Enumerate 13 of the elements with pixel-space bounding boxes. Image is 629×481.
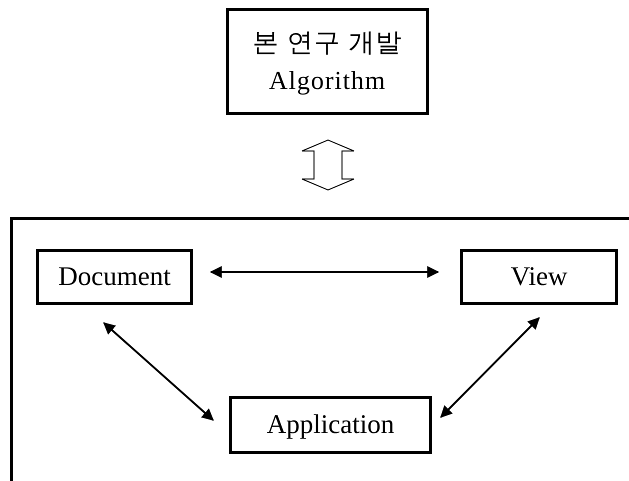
double-block-arrow (302, 139, 354, 191)
arrow (440, 317, 540, 418)
box-label: Document (58, 260, 171, 294)
box-label: View (510, 260, 568, 294)
algorithm-box (226, 8, 429, 115)
document-box (36, 249, 193, 305)
arrow (103, 322, 214, 421)
box-label: Application (266, 408, 394, 442)
application-box (229, 396, 432, 454)
view-box (460, 249, 618, 305)
arrow (210, 266, 440, 278)
box-title: 본 연구 개발 Algorithm (252, 26, 404, 97)
frame-panel (10, 217, 629, 481)
